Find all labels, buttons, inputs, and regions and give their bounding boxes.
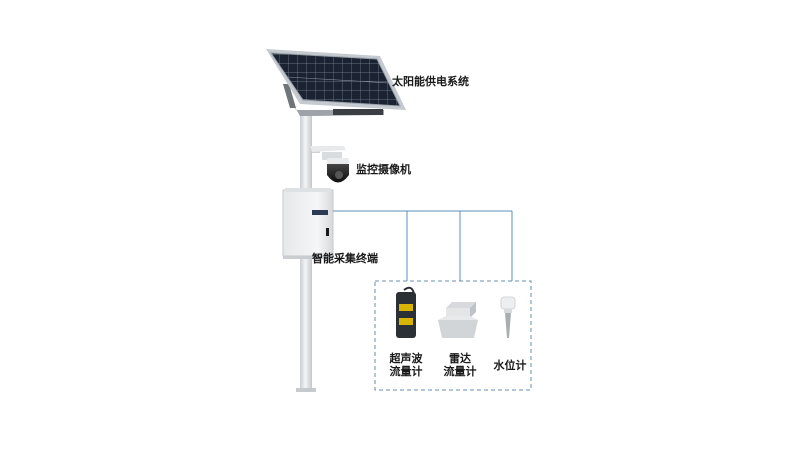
label-radar-line2: 流量计 (443, 365, 477, 378)
label-surveillance-camera: 监控摄像机 (356, 163, 411, 176)
label-water-level-meter: 水位计 (493, 359, 527, 372)
label-ultrasonic-flowmeter: 超声波 流量计 (386, 352, 426, 378)
camera-icon (310, 146, 349, 183)
label-ultrasonic-line2: 流量计 (389, 365, 423, 378)
label-ultrasonic-line1: 超声波 (389, 352, 423, 365)
label-solar-power-system: 太阳能供电系统 (392, 75, 469, 88)
signal-connectors (333, 210, 513, 281)
water-level-meter-icon (500, 296, 516, 338)
sensor-group-box (374, 280, 532, 391)
label-collection-terminal: 智能采集终端 (312, 252, 378, 265)
solar-panel (266, 49, 406, 110)
label-radar-line1: 雷达 (449, 352, 471, 365)
collection-terminal-box (282, 188, 334, 259)
label-radar-flowmeter: 雷达 流量计 (440, 352, 480, 378)
ultrasonic-flowmeter-icon (396, 286, 416, 338)
solar-bracket (283, 84, 384, 116)
radar-flowmeter-icon (438, 302, 478, 338)
